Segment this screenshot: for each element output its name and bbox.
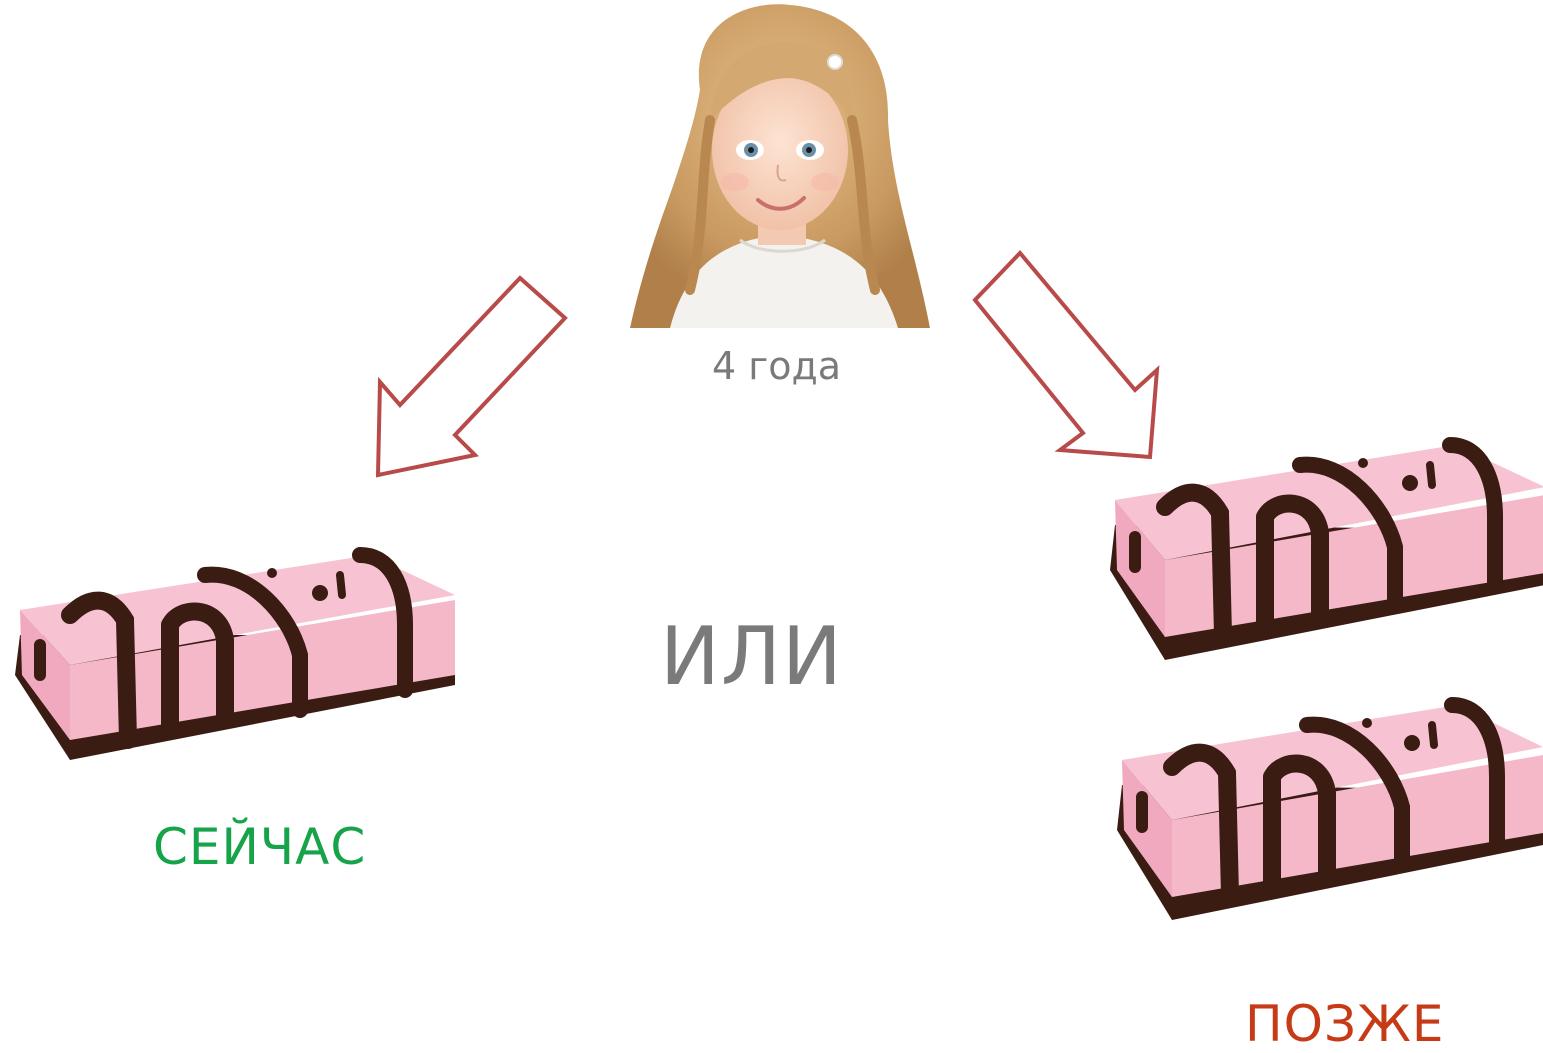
or-label: ИЛИ	[660, 610, 843, 703]
cake-later-top	[1110, 437, 1543, 660]
later-label: ПОЗЖЕ	[1245, 995, 1445, 1053]
arrow-down-right-icon	[972, 250, 1160, 460]
girl-photo	[630, 4, 930, 328]
cake-now	[15, 547, 455, 760]
arrow-down-left-icon	[375, 275, 568, 478]
age-label: 4 года	[712, 344, 842, 388]
cake-later-bottom	[1117, 697, 1543, 920]
now-label: СЕЙЧАС	[153, 818, 367, 876]
